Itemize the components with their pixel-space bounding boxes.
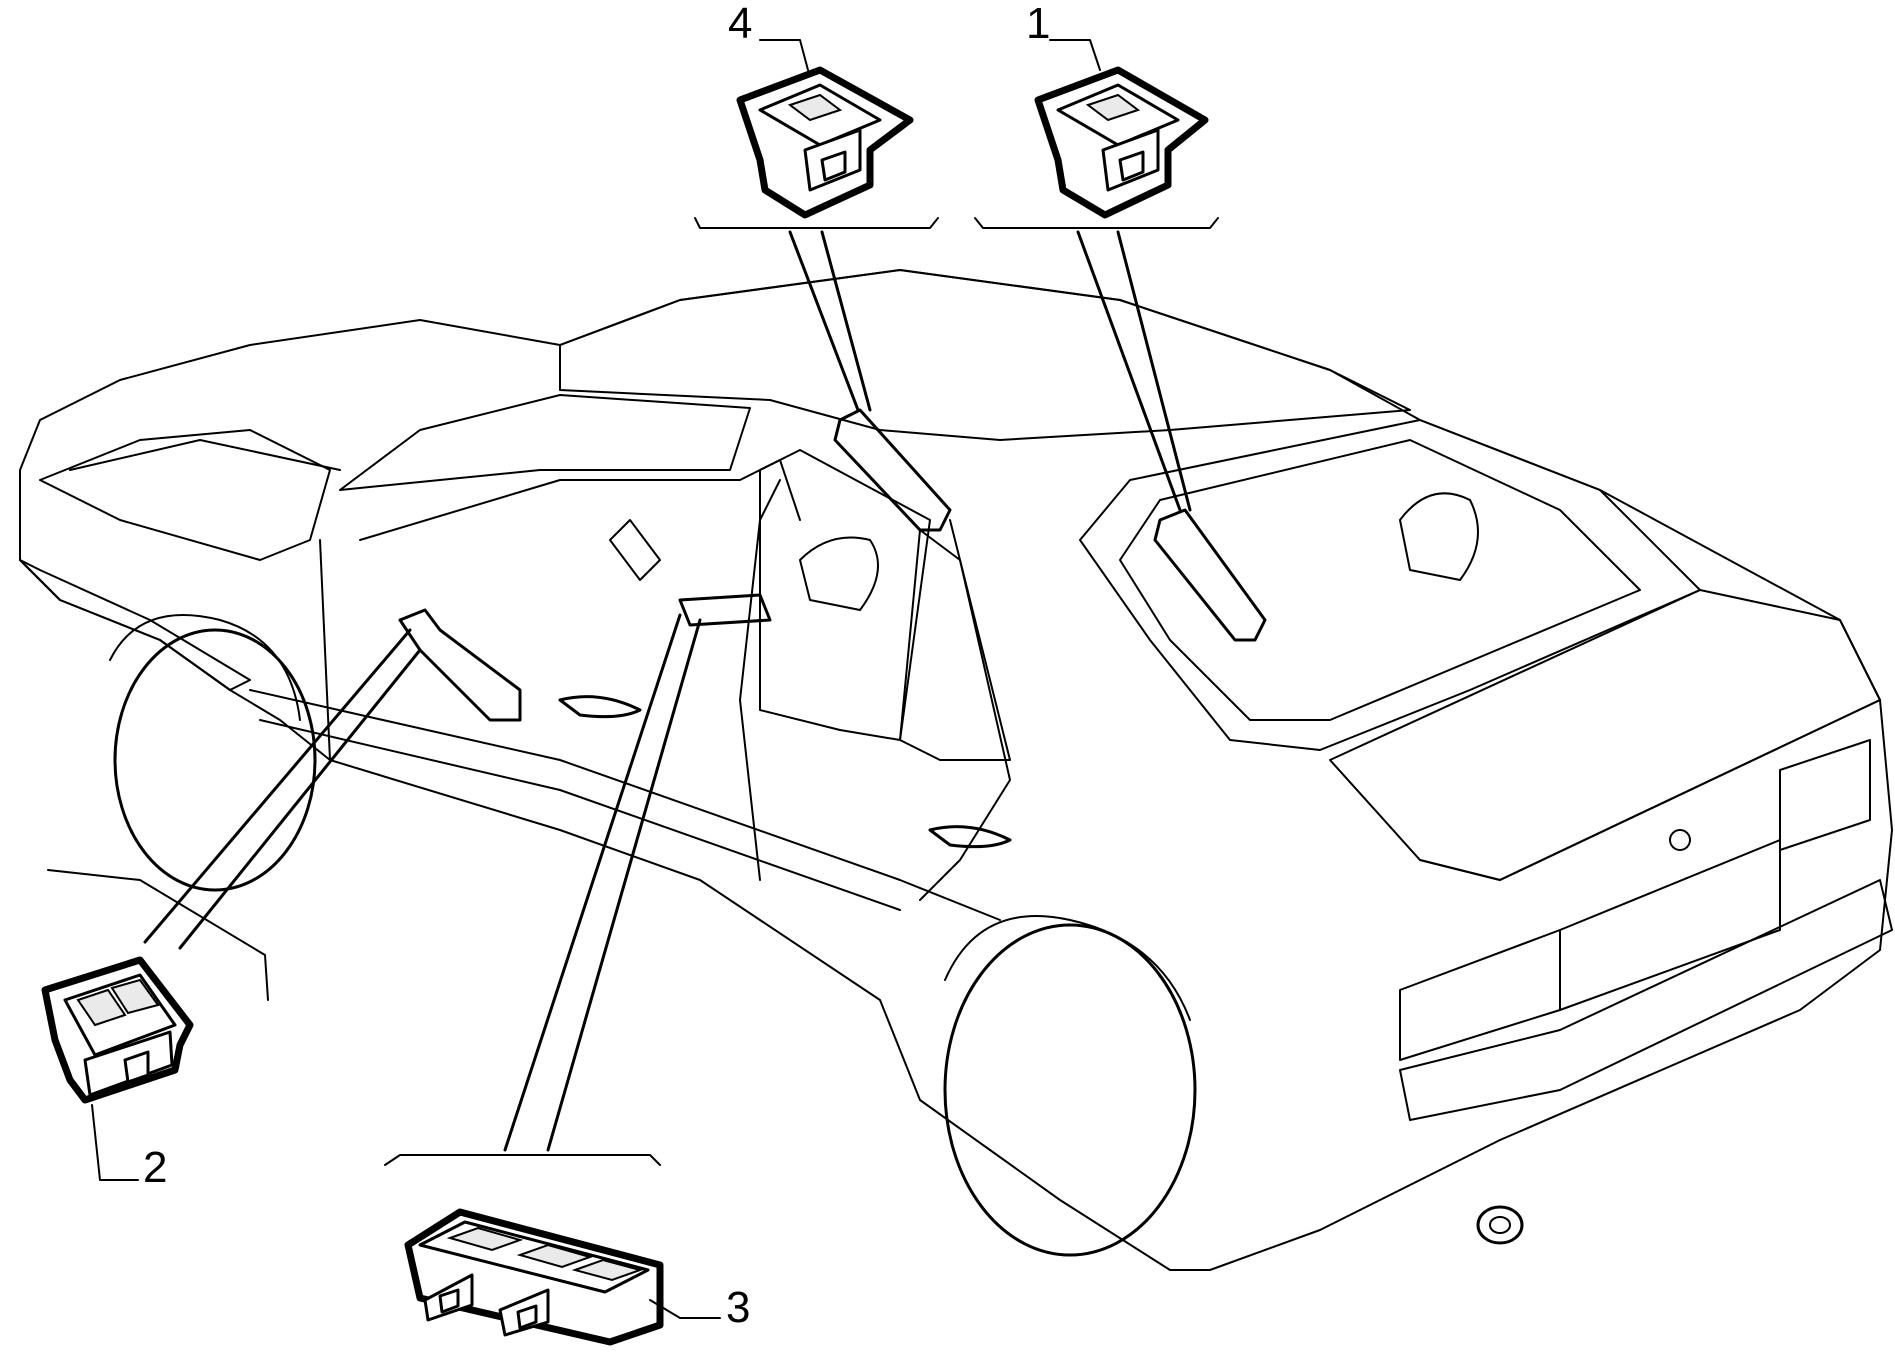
callout-1-label: 1 [1026, 0, 1050, 48]
callout-1: 1 [1026, 0, 1101, 71]
leader-lines [47, 217, 1219, 1166]
callout-4: 4 [728, 0, 809, 71]
callout-4-label: 4 [728, 0, 752, 48]
part-1-switch [1034, 66, 1209, 219]
callout-2-label: 2 [143, 1143, 167, 1192]
part-4-switch [736, 66, 914, 219]
callout-3-label: 3 [726, 1283, 750, 1332]
callout-3: 3 [649, 1283, 750, 1332]
part-2-switch [41, 956, 194, 1104]
callout-2: 2 [91, 1104, 167, 1192]
door-switch-location-front [398, 608, 522, 722]
part-3-switch [404, 1208, 664, 1346]
car-illustration [19, 269, 1893, 1271]
door-switch-location-rear-right [1153, 508, 1267, 642]
door-switch-location-rear-left [833, 408, 952, 532]
console-switch-location [678, 593, 772, 627]
